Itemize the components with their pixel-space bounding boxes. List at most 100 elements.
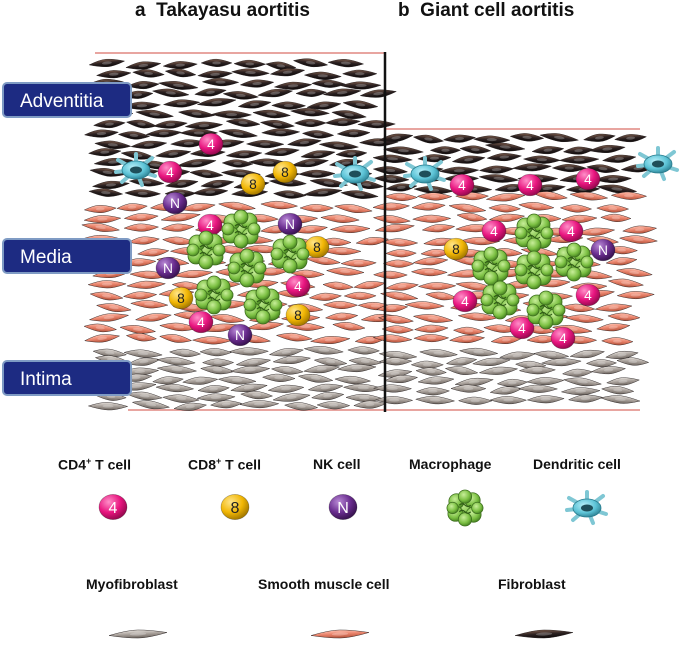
myofibroblast — [518, 384, 559, 393]
smooth-muscle-cell — [488, 204, 521, 213]
myofibroblast — [210, 400, 243, 409]
legend-smooth-muscle-icon — [310, 629, 370, 639]
smooth-muscle-cell — [179, 203, 216, 212]
myofibroblast — [303, 365, 341, 374]
fibroblast — [225, 150, 263, 159]
myofibroblast — [169, 348, 202, 358]
smooth-muscle-cell — [425, 291, 458, 301]
fibroblast — [192, 188, 229, 196]
legend-dendritic-label: Dendritic cell — [533, 456, 621, 472]
panel-b-heading: Giant cell aortitis — [420, 0, 575, 21]
nk-cell-mark: N — [170, 196, 180, 211]
fibroblast — [196, 98, 237, 107]
fibroblast — [412, 134, 445, 144]
fibroblast — [594, 175, 633, 184]
fibroblast — [261, 128, 301, 137]
myofibroblast — [182, 376, 219, 385]
fibroblast — [301, 130, 335, 139]
myofibroblast — [173, 402, 208, 411]
myofibroblast — [444, 366, 479, 375]
smooth-muscle-cell — [340, 259, 377, 268]
fibroblast — [231, 68, 270, 77]
smooth-muscle-cell — [218, 201, 256, 211]
fibroblast — [287, 138, 322, 147]
smooth-muscle-cell — [125, 332, 157, 342]
smooth-muscle-cell — [95, 303, 132, 312]
cd8-t-cell-mark: 8 — [249, 177, 257, 192]
fibroblast — [509, 133, 545, 142]
fibroblast — [324, 118, 362, 127]
legend-macrophage-icon — [446, 489, 484, 527]
legend-macrophage-label: Macrophage — [409, 456, 492, 472]
smooth-muscle-cell — [385, 282, 419, 291]
fibroblast — [259, 120, 296, 129]
fibroblast — [342, 100, 379, 109]
fibroblast — [130, 140, 168, 149]
fibroblast — [184, 121, 224, 130]
myofibroblast — [377, 369, 413, 378]
smooth-muscle-cell — [561, 303, 596, 313]
cd8-t-cell-mark: 8 — [313, 240, 321, 255]
fibroblast — [88, 148, 122, 157]
smooth-muscle-cell — [518, 202, 555, 211]
smooth-muscle-cell — [381, 325, 414, 334]
fibroblast — [459, 145, 492, 154]
cd4-t-cell-mark: 4 — [526, 178, 534, 193]
myofibroblast — [518, 366, 557, 375]
smooth-muscle-cell — [490, 336, 523, 344]
legend-nk-icon-mark: N — [337, 499, 349, 517]
cd4-t-cell: 4 — [558, 219, 584, 243]
fibroblast — [531, 146, 565, 155]
fibroblast — [442, 134, 477, 143]
fibroblast — [135, 109, 175, 119]
cd8-t-cell: 8 — [272, 160, 298, 184]
fibroblast — [125, 61, 162, 70]
smooth-muscle-cell — [417, 282, 457, 291]
smooth-muscle-cell — [159, 334, 193, 343]
cd8-t-cell-mark: 8 — [281, 165, 289, 180]
cd4-t-cell-mark: 4 — [567, 224, 575, 239]
fibroblast — [596, 184, 638, 194]
smooth-muscle-cell — [332, 322, 366, 331]
myofibroblast — [347, 346, 380, 355]
legend-dendritic-icon — [565, 490, 608, 525]
myofibroblast — [410, 360, 444, 369]
myofibroblast — [489, 386, 523, 395]
fibroblast — [200, 58, 233, 67]
panel-a-letter: a — [135, 0, 146, 21]
fibroblast — [132, 69, 165, 78]
myofibroblast — [152, 376, 184, 385]
smooth-muscle-cell — [483, 324, 520, 333]
smooth-muscle-cell — [372, 334, 413, 343]
legend-fibroblast-icon — [514, 629, 574, 639]
smooth-muscle-cell — [299, 204, 334, 213]
fibroblast — [335, 149, 368, 158]
fibroblast — [252, 109, 292, 119]
fibroblast — [265, 61, 297, 71]
fibroblast — [292, 58, 329, 68]
smooth-muscle-cell — [605, 257, 638, 266]
legend-nk-label: NK cell — [313, 456, 361, 472]
smooth-muscle-cell — [564, 314, 605, 323]
smooth-muscle-cell — [84, 334, 121, 343]
cd4-t-cell: 4 — [452, 289, 478, 313]
smooth-muscle-cell — [325, 267, 365, 276]
fibroblast — [289, 108, 331, 117]
fibroblast — [478, 174, 520, 183]
smooth-muscle-cell — [607, 312, 641, 321]
smooth-muscle-cell — [372, 270, 408, 279]
myofibroblast — [526, 395, 565, 404]
fibroblast — [318, 141, 360, 150]
myofibroblast — [533, 350, 570, 360]
panel-a-title: a Takayasu aortitis — [135, 0, 310, 22]
smooth-muscle-cell — [412, 214, 452, 223]
myofibroblast — [384, 375, 419, 384]
smooth-muscle-cell — [615, 268, 653, 277]
myofibroblast — [345, 393, 384, 403]
nk-cell-mark: N — [598, 243, 608, 258]
smooth-muscle-cell — [456, 212, 488, 222]
smooth-muscle-cell — [575, 227, 616, 236]
cd4-t-cell-mark: 4 — [197, 315, 205, 330]
smooth-muscle-cell — [412, 314, 454, 323]
smooth-muscle-cell — [618, 235, 658, 244]
